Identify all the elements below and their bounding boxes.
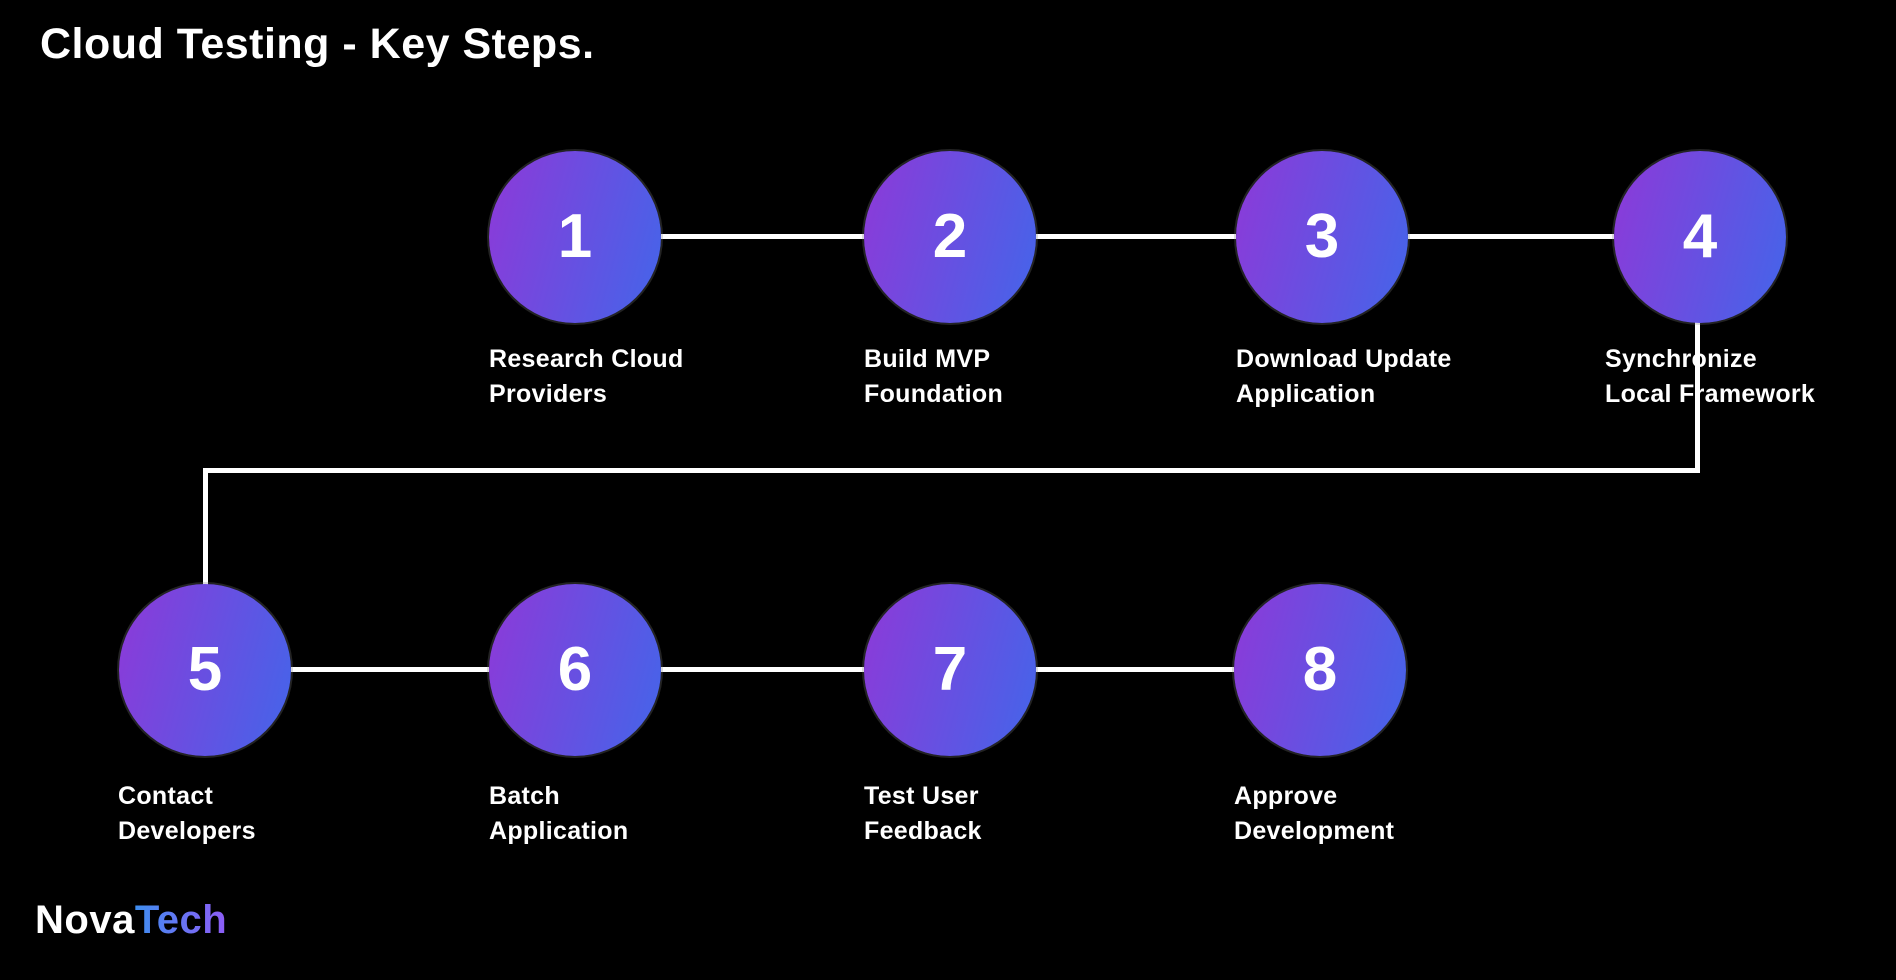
step-circle-5: 5 — [119, 584, 291, 756]
step-label-line2: Local Framework — [1605, 380, 1816, 408]
step-label-line2: Providers — [489, 380, 608, 408]
step-number: 8 — [1302, 635, 1338, 704]
step-label-5: Contact Developers — [118, 779, 256, 849]
step-label-line1: Download Update — [1236, 345, 1452, 373]
step-number: 4 — [1682, 202, 1718, 271]
step-label-line2: Application — [1236, 380, 1376, 408]
step-label-1: Research Cloud Providers — [489, 342, 684, 412]
step-label-line1: Build MVP — [864, 345, 991, 373]
step-label-line1: Approve — [1234, 782, 1338, 810]
step-circle-2: 2 — [864, 151, 1036, 323]
step-circle-4: 4 — [1614, 151, 1786, 323]
step-circle-7: 7 — [864, 584, 1036, 756]
connector-row-wrap — [203, 468, 1700, 473]
step-label-line2: Development — [1234, 817, 1395, 845]
connector-step4-down — [1695, 320, 1700, 473]
step-circle-6: 6 — [489, 584, 661, 756]
step-label-line1: Synchronize — [1605, 345, 1757, 373]
step-number: 2 — [932, 202, 968, 271]
step-label-line2: Application — [489, 817, 629, 845]
step-circle-8: 8 — [1234, 584, 1406, 756]
connector-step6-step7 — [661, 667, 864, 672]
step-label-7: Test User Feedback — [864, 779, 982, 849]
brand-logo: NovaTech — [35, 898, 227, 943]
step-circle-3: 3 — [1236, 151, 1408, 323]
step-label-line1: Contact — [118, 782, 214, 810]
page-title: Cloud Testing - Key Steps. — [40, 20, 595, 68]
logo-suffix: Tech — [134, 898, 228, 942]
step-label-line1: Batch — [489, 782, 560, 810]
step-number: 1 — [557, 202, 593, 271]
step-label-line1: Research Cloud — [489, 345, 684, 373]
connector-step2-step3 — [1036, 234, 1236, 239]
step-number: 3 — [1304, 202, 1340, 271]
step-label-2: Build MVP Foundation — [864, 342, 1003, 412]
connector-step5-step6 — [291, 667, 489, 672]
step-label-4: Synchronize Local Framework — [1605, 342, 1815, 412]
step-label-3: Download Update Application — [1236, 342, 1452, 412]
step-number: 7 — [932, 635, 968, 704]
step-number: 5 — [187, 635, 223, 704]
connector-step1-step2 — [661, 234, 864, 239]
step-label-6: Batch Application — [489, 779, 628, 849]
step-label-line1: Test User — [864, 782, 979, 810]
step-label-line2: Feedback — [864, 817, 982, 845]
step-label-line2: Developers — [118, 817, 256, 845]
step-circle-1: 1 — [489, 151, 661, 323]
step-label-8: Approve Development — [1234, 779, 1394, 849]
connector-step3-step4 — [1408, 234, 1614, 239]
step-label-line2: Foundation — [864, 380, 1004, 408]
step-number: 6 — [557, 635, 593, 704]
logo-prefix: Nova — [35, 898, 135, 942]
connector-down-step5 — [203, 468, 208, 586]
connector-step7-step8 — [1036, 667, 1234, 672]
